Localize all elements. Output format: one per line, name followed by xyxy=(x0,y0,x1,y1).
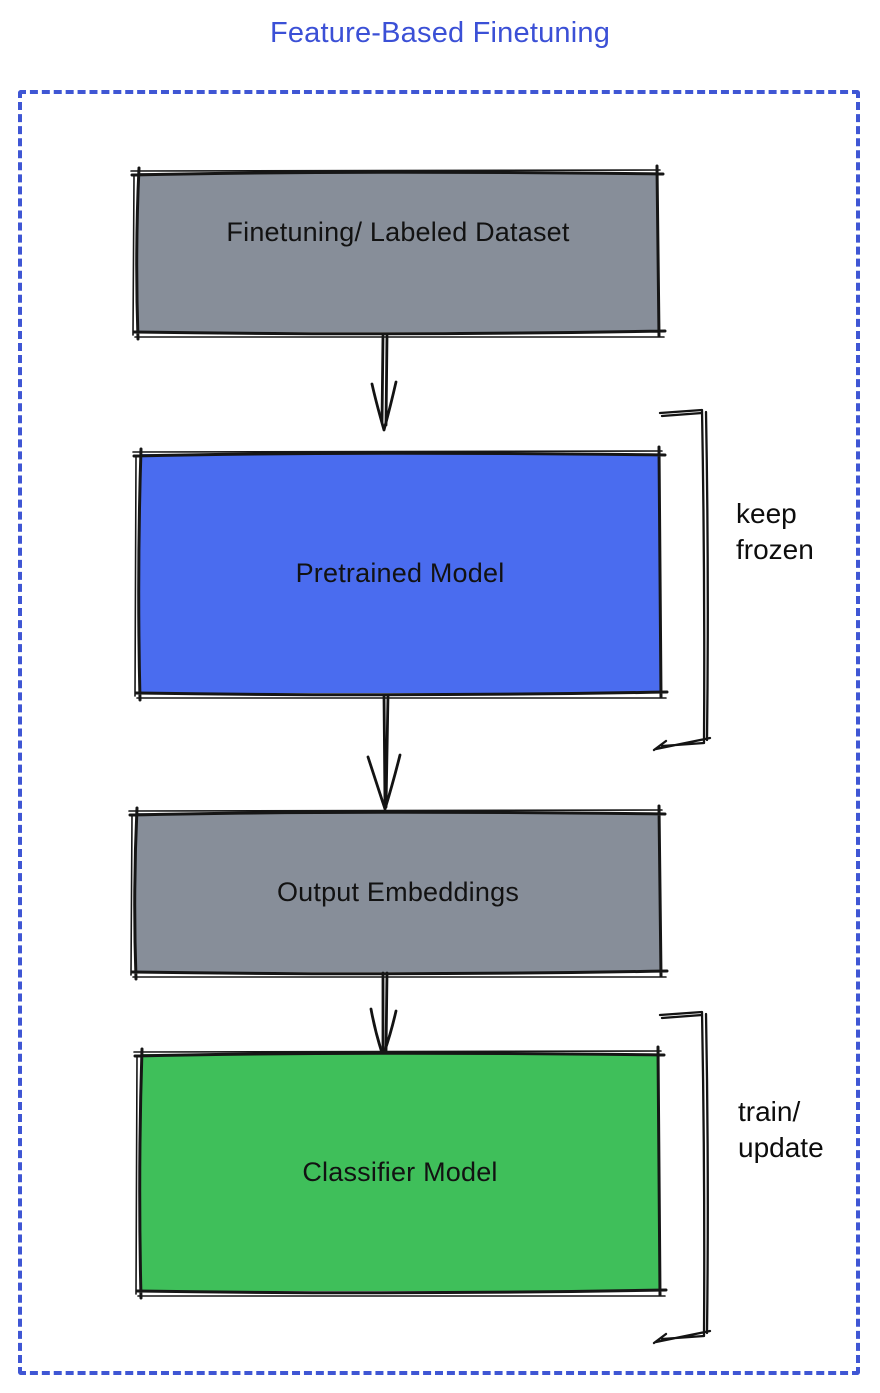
diagram-title: Feature-Based Finetuning xyxy=(269,17,611,49)
arrow-down-icon xyxy=(366,693,402,811)
arrow-down-icon xyxy=(370,334,398,432)
node-label: Pretrained Model xyxy=(295,558,505,588)
keep-frozen-bracket-icon xyxy=(652,408,712,752)
sketch-border-icon xyxy=(130,164,667,341)
node-label: Output Embeddings xyxy=(276,877,520,907)
dashed-frame xyxy=(18,90,860,1375)
keep-frozen-label: keep frozen xyxy=(736,498,814,565)
node-output-embeddings: Output Embeddings xyxy=(128,804,669,981)
arrow-down-icon xyxy=(369,971,398,1055)
train-update-bracket-icon xyxy=(652,1010,712,1345)
node-label: Classifier Model xyxy=(302,1157,498,1187)
node-label: Finetuning/ Labeled Dataset xyxy=(226,217,570,247)
node-finetuning-dataset: Finetuning/ Labeled Dataset xyxy=(130,164,667,341)
node-pretrained-model: Pretrained Model xyxy=(132,445,669,702)
node-classifier-model: Classifier Model xyxy=(133,1045,668,1300)
train-update-label: train/ update xyxy=(738,1096,824,1163)
